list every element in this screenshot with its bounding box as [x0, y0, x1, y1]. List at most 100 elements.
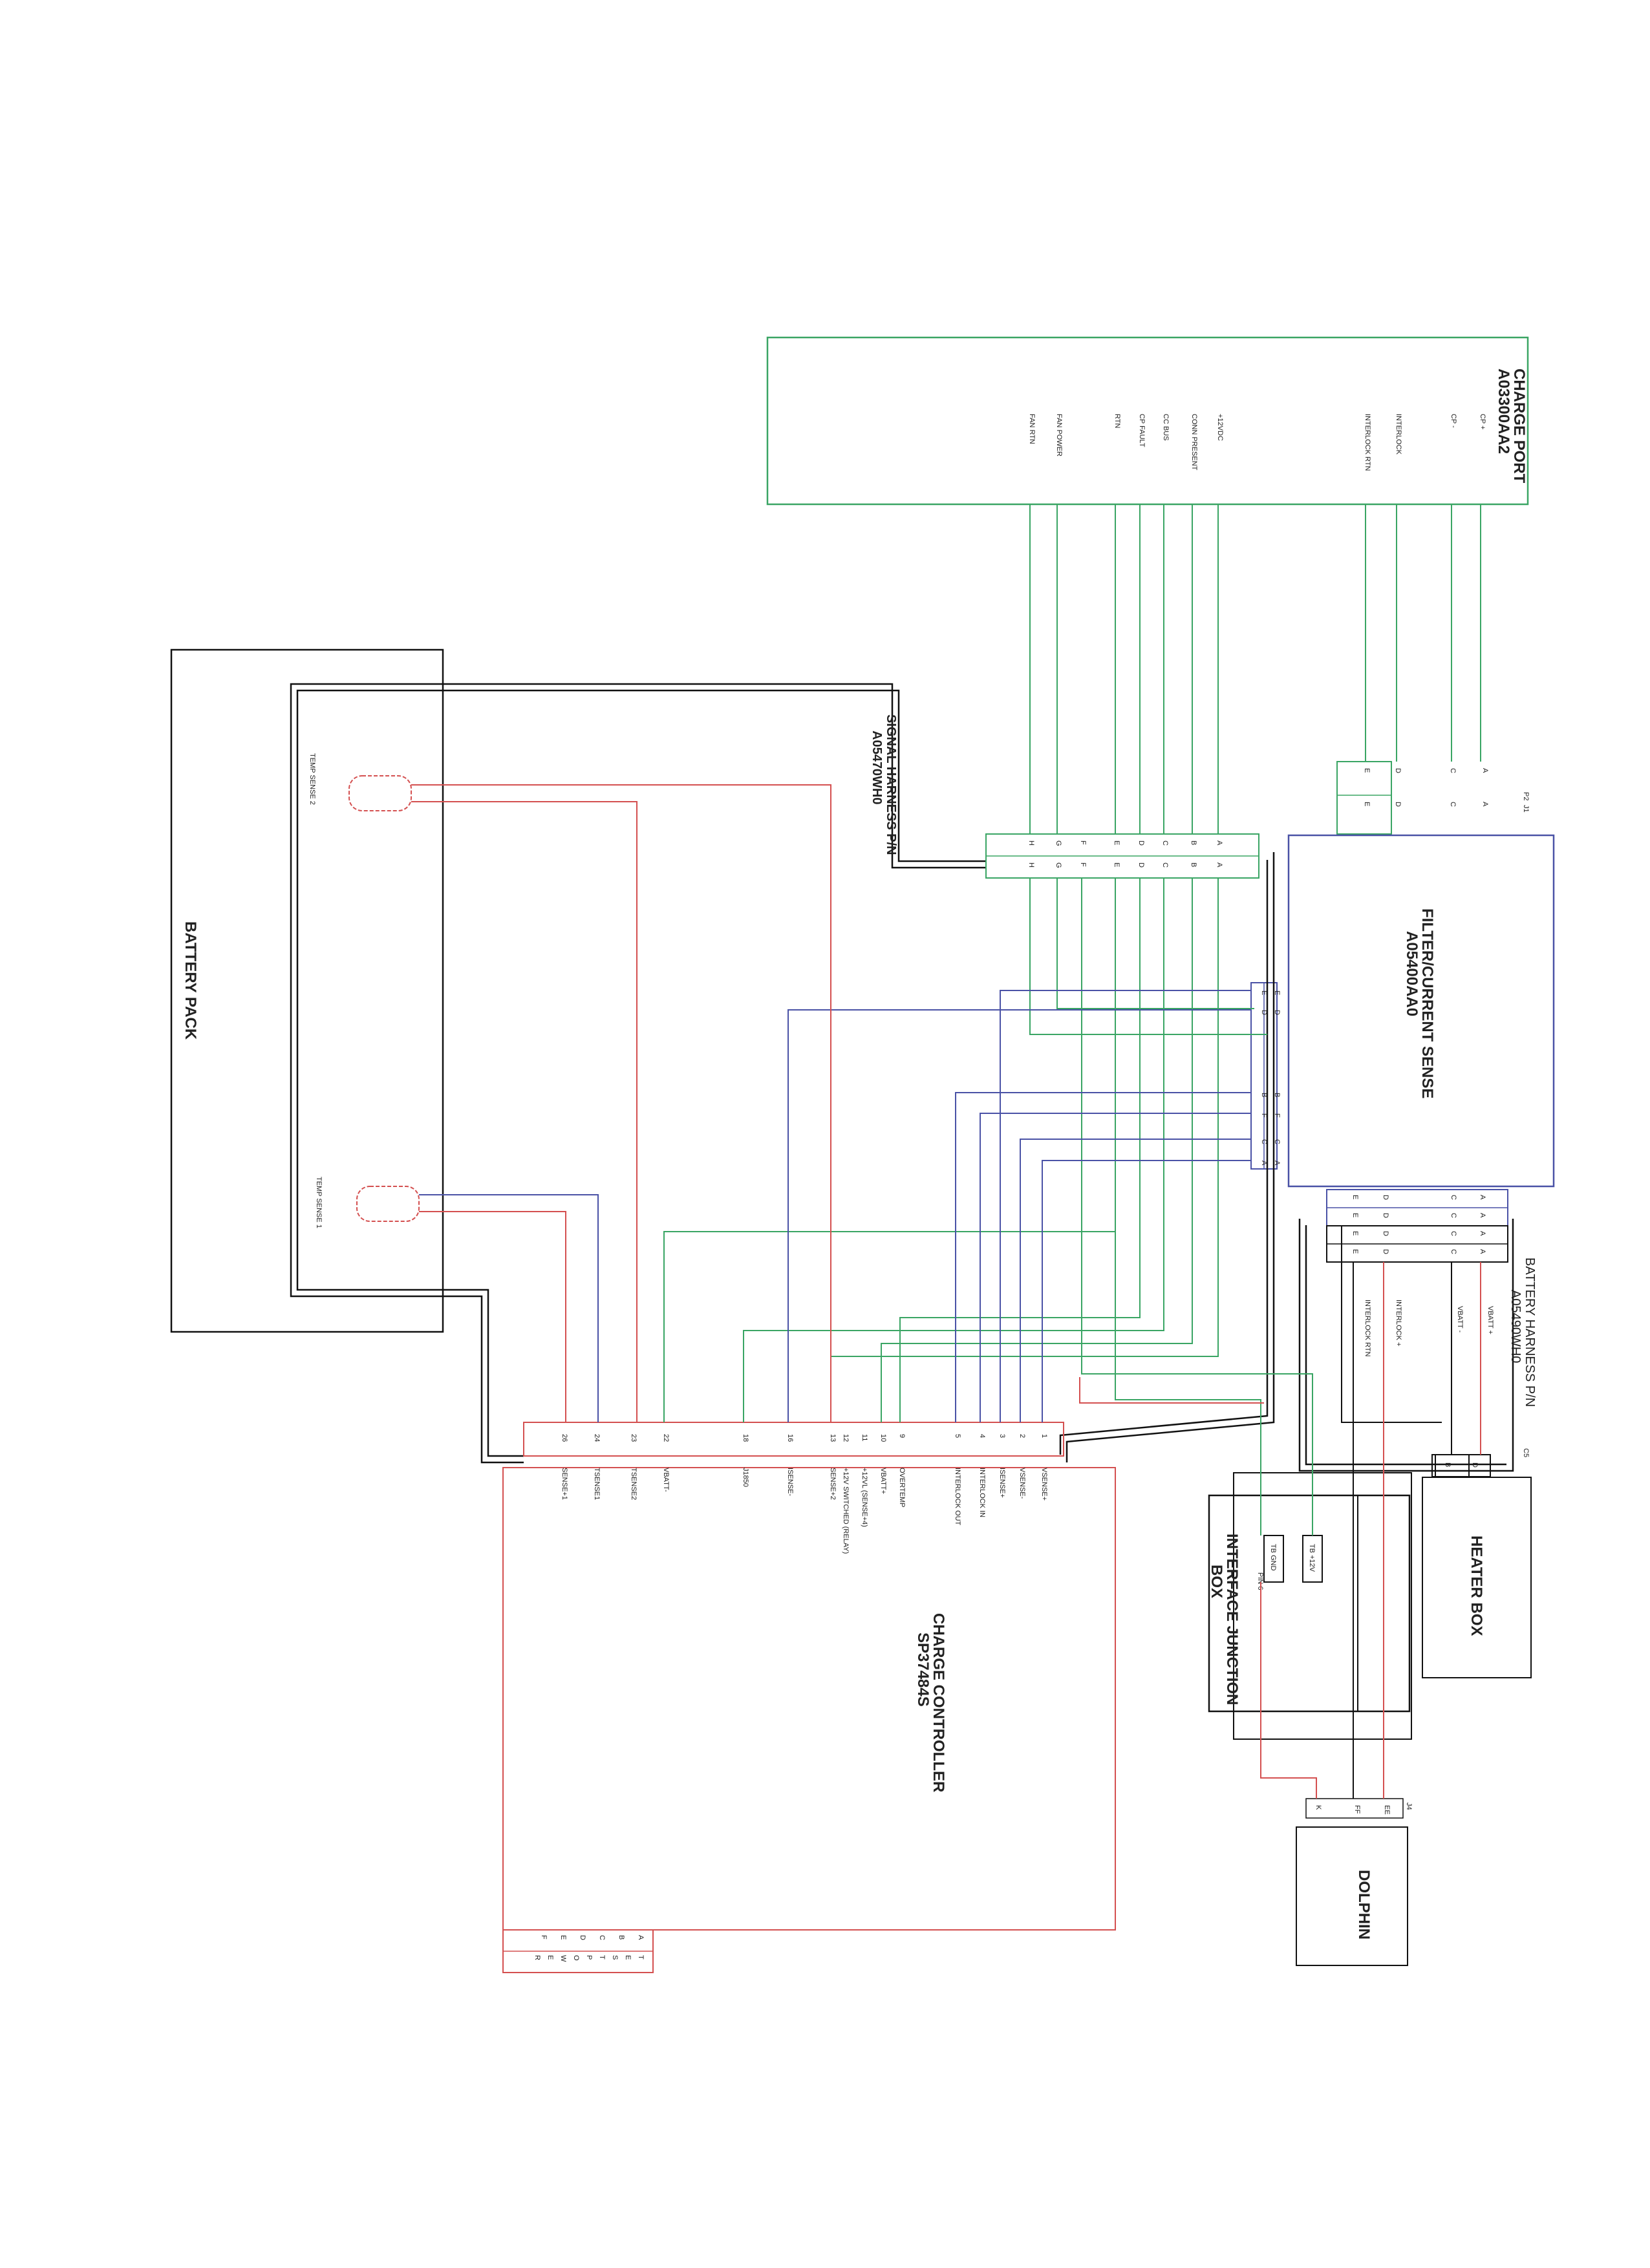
charge-port-part: A03300AA2	[1495, 369, 1512, 454]
wire-sh-f-ijb	[1081, 878, 1313, 1535]
battery-harness-part: A05490WH0	[1508, 1290, 1523, 1363]
ijb-title: INTERFACE JUNCTION	[1223, 1534, 1241, 1705]
wire-filter-to-controller	[1042, 1160, 1251, 1422]
filter-bottom-pin-letter: A	[1479, 1213, 1486, 1218]
controller-pin-label: OVERTEMP	[898, 1468, 906, 1508]
signal-harness-title: SIGNAL HARNESS P/N	[884, 714, 898, 855]
charge-controller-title: CHARGE CONTROLLER	[930, 1613, 947, 1792]
temp-sense-1-label: TEMP SENSE 1	[315, 1177, 323, 1228]
heater-box-title: HEATER BOX	[1468, 1535, 1485, 1636]
wire-temp-sense-2	[411, 801, 638, 1422]
controller-pin-number: 9	[898, 1434, 906, 1438]
controller-pin-number: 24	[593, 1434, 601, 1442]
controller-pin-number: 10	[879, 1434, 887, 1442]
ijb-title2: BOX	[1208, 1565, 1225, 1598]
controller-bottom-pin-letter: D	[579, 1935, 586, 1940]
controller-bottom-pin-letter: A	[637, 1935, 645, 1940]
controller-bottom-pin-letter: C	[598, 1935, 606, 1940]
battery-harness-pin-letter: D	[1382, 1249, 1389, 1254]
heater-box-outline	[1422, 1477, 1532, 1678]
filter-left-pin-letter: C	[1260, 1139, 1268, 1144]
wire-filter-to-controller	[788, 1009, 1251, 1422]
charge-controller-box	[502, 1467, 1116, 1931]
p2-j1-box	[1336, 761, 1392, 835]
j4-connector	[1305, 1798, 1404, 1819]
controller-pin-label: +12VL (SENSE+4)	[861, 1468, 868, 1527]
controller-bottom-pin-letter: T	[598, 1955, 606, 1960]
filter-left-pin-letter: E	[1273, 990, 1281, 995]
charge-port-pin-label: INTERLOCK RTN	[1364, 414, 1371, 471]
controller-pin-label: ISENSE-	[786, 1468, 794, 1496]
j4-pin-ee: EE	[1383, 1805, 1391, 1815]
charge-port-pin-label: CP +	[1479, 414, 1486, 430]
signal-harness-pin-letter: B	[1190, 862, 1197, 867]
controller-pin-label: TSENSE1	[593, 1468, 601, 1500]
battery-pack: BATTERY PACK TEMP SENSE 2 TEMP SENSE 1	[170, 648, 444, 1333]
filter-left-pin-letter: C	[1273, 1139, 1281, 1144]
p2-pin-letter: E	[1363, 768, 1371, 773]
controller-pin-number: 26	[561, 1434, 568, 1442]
wire-filter-to-controller	[980, 1113, 1251, 1422]
controller-pin-label: VBATT-	[662, 1468, 670, 1492]
controller-bottom-pin-letter: O	[572, 1955, 580, 1961]
wire-sh-b-controller	[881, 878, 1193, 1422]
controller-bottom-pin-letter: P	[585, 1955, 593, 1960]
controller-bottom-pin-letter: E	[624, 1955, 632, 1960]
j1-pin-letter: C	[1449, 802, 1457, 807]
filter-current-sense: FILTER/CURRENT SENSE A05400AA0 ACFBDEACF…	[1250, 834, 1555, 1226]
controller-pin-label: +12V SWITCHED (RELAY)	[842, 1468, 850, 1554]
signal-harness-pin-letter: C	[1161, 840, 1169, 846]
controller-pin-number: 1	[1040, 1434, 1048, 1438]
wire-interlock-rtn: INTERLOCK RTN	[1364, 1300, 1371, 1356]
filter-part: A05400AA0	[1403, 931, 1420, 1016]
charge-controller-part: SP37484S	[914, 1632, 932, 1707]
filter-left-pin-letter: B	[1273, 1093, 1281, 1097]
tb-12v-label: TB +12V	[1308, 1544, 1316, 1572]
controller-pin-strip	[523, 1422, 1064, 1457]
filter-left-pin-letter: D	[1260, 1010, 1268, 1015]
ijb-outer	[1233, 1472, 1412, 1740]
signal-harness-pin-letter: G	[1055, 840, 1062, 846]
j1-pin-letter: D	[1394, 802, 1402, 807]
controller-bottom-pin-letter: W	[559, 1955, 567, 1962]
wire-vbatt-plus: VBATT +	[1486, 1306, 1494, 1334]
controller-pin-label: ISENSE+	[998, 1468, 1006, 1498]
j4-pin-k: K	[1314, 1805, 1322, 1810]
controller-pin-label: TSENSE2	[630, 1468, 638, 1500]
heater-box: HEATER BOX	[1422, 1477, 1532, 1678]
charge-port-pin-label: CP -	[1450, 414, 1457, 428]
signal-harness-pin-letter: D	[1137, 862, 1145, 868]
controller-pin-number: 16	[786, 1434, 794, 1442]
wire-temp-sense-1	[419, 1194, 599, 1422]
wire-sh-g-filter	[1056, 878, 1254, 1009]
charge-port: CHARGE PORT A03300AA2 CP +CP -INTERLOCKI…	[766, 336, 1529, 506]
temp-sense-2-label: TEMP SENSE 2	[308, 753, 316, 805]
controller-bottom-pin-letter: S	[611, 1955, 619, 1960]
battery-pack-box	[170, 648, 444, 1333]
controller-pin-label: VBATT+	[879, 1468, 887, 1494]
controller-pin-number: 13	[829, 1434, 837, 1442]
p2-pin-letter: C	[1449, 768, 1457, 773]
pin-6-label: PIN 6	[1256, 1572, 1264, 1590]
battery-harness-pin-letter: E	[1351, 1249, 1359, 1254]
filter-bottom-pin-letter: A	[1479, 1195, 1486, 1200]
signal-harness-pin-letter: F	[1079, 862, 1087, 867]
p2-pin-letter: A	[1481, 768, 1489, 773]
charge-port-box	[766, 336, 1529, 506]
controller-pin-number: 5	[954, 1434, 961, 1438]
wire-controller-12v	[1079, 1377, 1264, 1404]
charge-port-pin-label: FAN RTN	[1028, 414, 1036, 444]
filter-box	[1287, 834, 1555, 1188]
tb-gnd	[1263, 1535, 1284, 1583]
wire-filter-to-controller	[1020, 1139, 1251, 1422]
controller-pin-number: 12	[842, 1434, 850, 1442]
controller-bottom-pin-letter: B	[617, 1935, 625, 1940]
signal-harness-pin-letter: F	[1079, 840, 1087, 845]
filter-left-pin-letter: D	[1273, 1010, 1281, 1015]
c5-label: C5	[1522, 1448, 1530, 1457]
filter-left-pin-letter: B	[1260, 1093, 1268, 1097]
battery-harness-pin-letter: C	[1450, 1231, 1457, 1236]
